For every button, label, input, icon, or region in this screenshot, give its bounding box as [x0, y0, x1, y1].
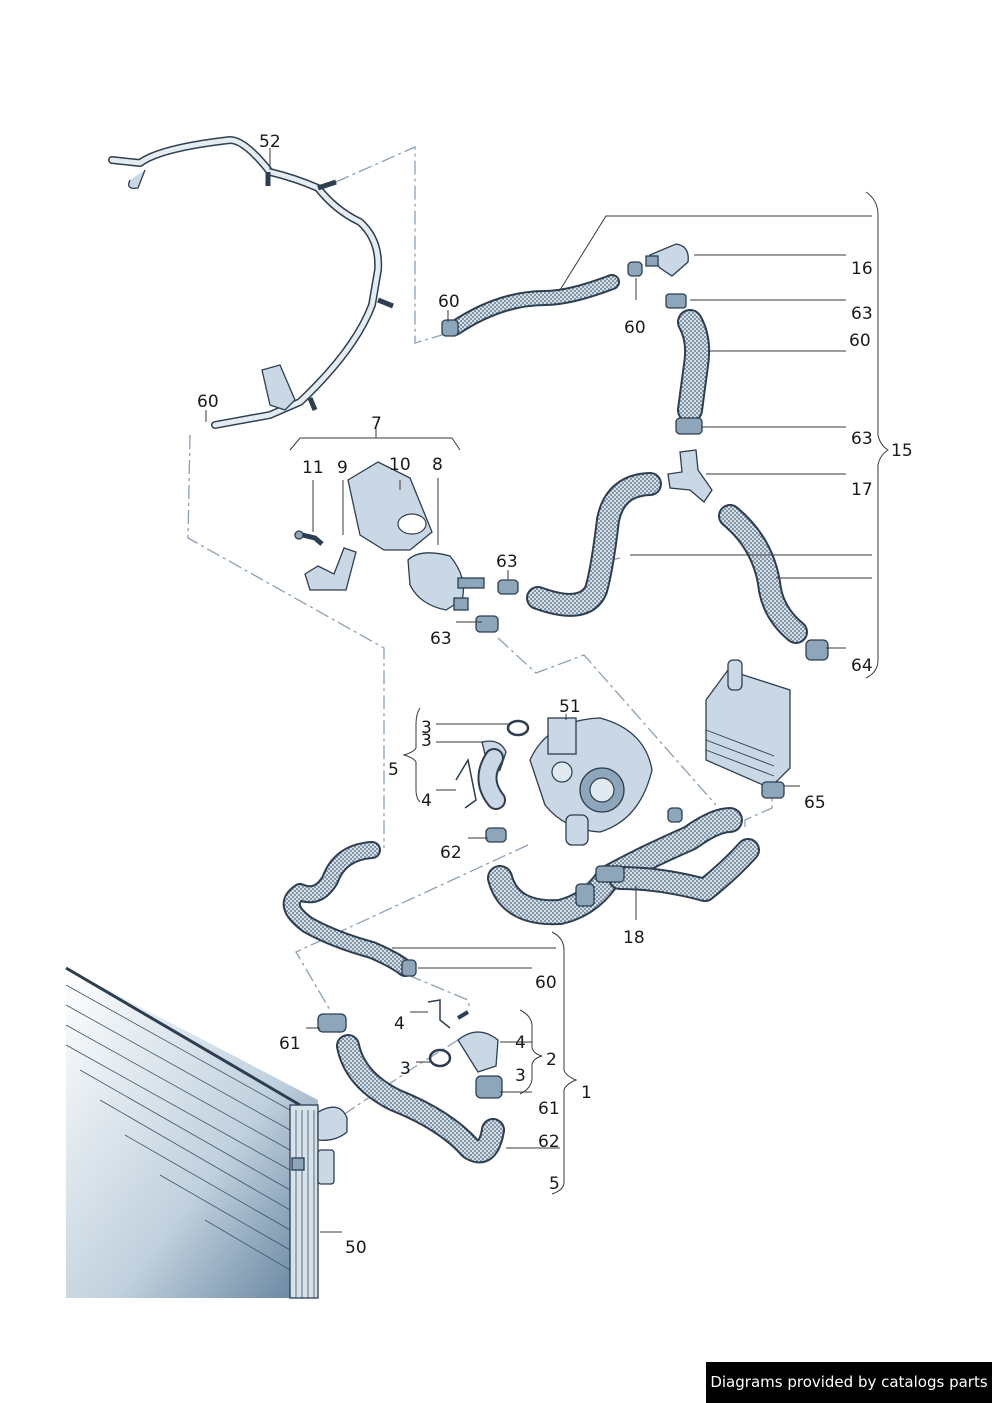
callout-5: 5: [549, 1174, 560, 1194]
callout-63: 63: [496, 552, 518, 572]
callout-62: 62: [440, 843, 462, 863]
hose-right-vertical: [675, 309, 711, 435]
hose-lower-main: [317, 999, 505, 1164]
callout-65: 65: [804, 793, 826, 813]
callout-9: 9: [337, 458, 348, 478]
radiator: [65, 966, 348, 1299]
watermark-banner: Diagrams provided by catalogs parts: [706, 1362, 992, 1403]
callout-2: 2: [546, 1050, 557, 1070]
callout-18: 18: [623, 928, 645, 948]
callout-63: 63: [851, 429, 873, 449]
callout-8: 8: [432, 455, 443, 475]
callout-3: 3: [421, 731, 432, 751]
hose-lower-left: [282, 841, 417, 977]
callout-3: 3: [400, 1059, 411, 1079]
callout-16: 16: [851, 259, 873, 279]
coolant-pipe-52: [108, 136, 394, 429]
callout-63: 63: [851, 304, 873, 324]
callout-50: 50: [345, 1238, 367, 1258]
callout-3: 3: [515, 1066, 526, 1086]
callout-61: 61: [538, 1099, 560, 1119]
callout-62: 62: [538, 1132, 560, 1152]
callout-7: 7: [371, 414, 382, 434]
callout-15: 15: [891, 441, 913, 461]
hose-to-pump: [497, 472, 662, 617]
hose-assembly-18: [487, 807, 760, 926]
callout-64: 64: [851, 656, 873, 676]
callout-60: 60: [438, 292, 460, 312]
callout-60: 60: [535, 973, 557, 993]
leader-lines: [205, 148, 872, 1233]
callout-60: 60: [624, 318, 646, 338]
callout-63: 63: [430, 629, 452, 649]
callout-4: 4: [394, 1014, 405, 1034]
callout-4: 4: [515, 1033, 526, 1053]
tee-connector-17: [667, 449, 713, 503]
callout-51: 51: [559, 697, 581, 717]
callout-52: 52: [259, 132, 281, 152]
callout-17: 17: [851, 480, 873, 500]
callout-11: 11: [302, 458, 324, 478]
callout-4: 4: [421, 791, 432, 811]
callout-60: 60: [849, 331, 871, 351]
callout-labels: 52 16 63 60 60 60 60 63 15 17 7 11 9 10 …: [197, 132, 913, 1258]
connector-16: [645, 243, 689, 309]
callout-10: 10: [389, 455, 411, 475]
thermostat-housing-51: [455, 717, 653, 846]
pump-assembly-7: [294, 461, 499, 633]
hose-to-64: [718, 504, 829, 661]
grouping-braces: [402, 191, 889, 1195]
callout-60: 60: [197, 392, 219, 412]
callout-1: 1: [581, 1083, 592, 1103]
callout-5: 5: [388, 760, 399, 780]
callout-3: 3: [421, 718, 432, 738]
callout-61: 61: [279, 1034, 301, 1054]
oil-cooler: [705, 659, 791, 799]
hose-upper: [441, 261, 643, 337]
